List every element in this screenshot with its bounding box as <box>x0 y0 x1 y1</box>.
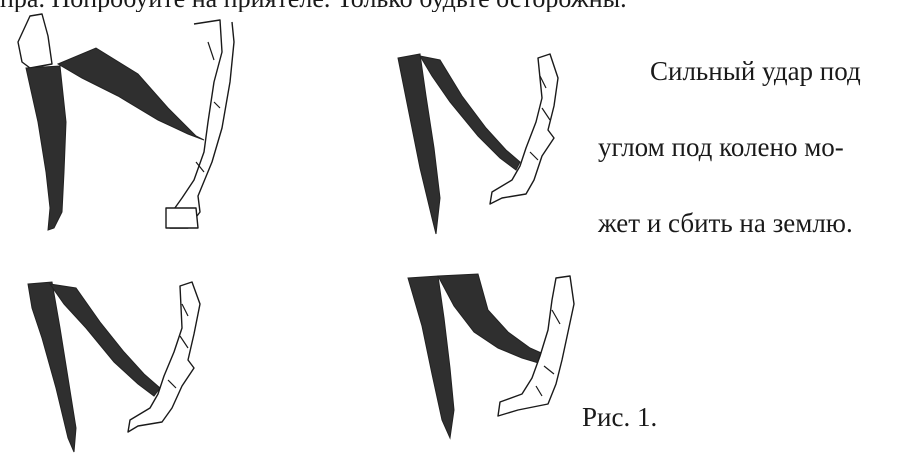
kick-panel-3 <box>20 278 240 454</box>
kick-illustration-2 <box>392 48 592 244</box>
kick-panel-1 <box>8 12 248 234</box>
caption-line-1: Сильный удар под <box>598 52 898 90</box>
kick-illustration-1 <box>8 12 248 234</box>
caption-text: Сильный удар под углом под колено мо- же… <box>598 14 898 280</box>
cut-off-top-text: пра. Попробуйте на приятеле. Только будь… <box>0 0 901 12</box>
kick-illustration-3 <box>20 278 240 454</box>
kick-panel-4 <box>398 270 598 446</box>
kick-illustration-4 <box>398 270 598 446</box>
kick-panel-2 <box>392 48 592 244</box>
caption-line-3: жет и сбить на землю. <box>598 204 898 242</box>
caption-line-2: углом под колено мо- <box>598 128 898 166</box>
